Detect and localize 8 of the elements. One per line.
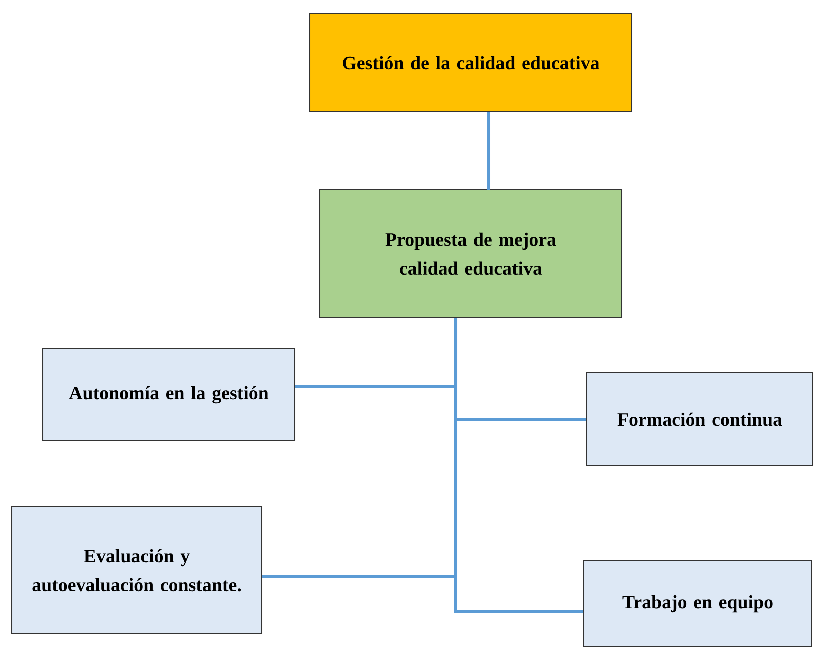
text-box: Gestión de la calidad educativa [310, 14, 632, 112]
connector-line [454, 318, 584, 614]
text-box: Evaluación y autoevaluación constante. [12, 506, 262, 634]
text-box: Formación continua [586, 372, 814, 466]
connector-line [488, 112, 490, 190]
text-box: Trabajo en equipo [584, 560, 812, 648]
text-box: Propuesta de mejora calidad educativa [320, 190, 622, 318]
text-box: Autonomía en la gestión [42, 348, 296, 442]
